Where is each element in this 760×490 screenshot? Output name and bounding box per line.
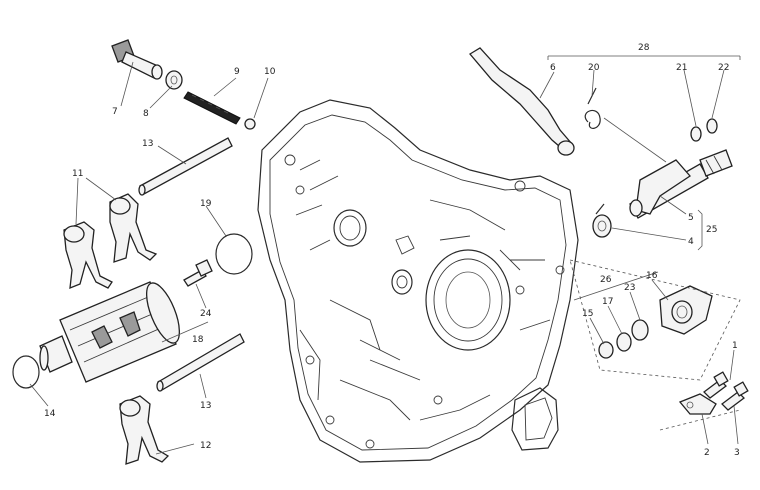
callout-12: 12 [200, 441, 211, 451]
part-8-washer [165, 70, 183, 90]
callout-22: 22 [718, 63, 729, 73]
part-10-ball [244, 118, 256, 130]
part-1-screw [703, 371, 729, 399]
part-15-washer [598, 341, 614, 359]
callout-28: 28 [638, 43, 650, 53]
part-5-gearshift-shaft [629, 149, 733, 219]
callout-10: 10 [264, 67, 276, 77]
callout-1: 1 [732, 341, 738, 351]
part-14-circlip [12, 355, 40, 389]
callout-21: 21 [676, 63, 687, 73]
part-24-bolt [183, 259, 213, 287]
part-7-pivot-pin [111, 39, 163, 80]
callout-25: 25 [706, 225, 717, 235]
part-23-bearing [631, 319, 649, 341]
callout-24: 24 [200, 309, 212, 319]
callout-16: 16 [646, 271, 658, 281]
callout-6: 6 [550, 63, 556, 73]
callout-8: 8 [143, 109, 149, 119]
callout-2: 2 [704, 448, 710, 458]
callout-labels: 7 8 9 10 13 11 19 24 18 14 13 12 28 6 20… [44, 43, 740, 458]
callout-13-upper: 13 [142, 139, 153, 149]
part-2-bracket [678, 393, 717, 415]
leader-lines [29, 55, 741, 455]
callout-18: 18 [192, 335, 204, 345]
callout-20: 20 [588, 63, 600, 73]
part-22-circlip [706, 118, 718, 134]
part-19-o-ring [215, 233, 253, 275]
part-20-spring [584, 87, 601, 129]
callout-11: 11 [72, 169, 83, 179]
part-6-selector-lever [469, 47, 575, 156]
callout-17: 17 [602, 297, 613, 307]
part-13-fork-shaft-upper [138, 137, 233, 196]
callout-5: 5 [688, 213, 694, 223]
callout-3: 3 [734, 448, 740, 458]
part-4-return-spring [592, 203, 612, 238]
callout-9: 9 [234, 67, 240, 77]
callout-15: 15 [582, 309, 593, 319]
part-13-fork-shaft-lower [156, 333, 245, 392]
part-18-shift-drum [39, 281, 181, 383]
part-17-ring [616, 332, 632, 352]
part-21-washer [690, 126, 702, 142]
callout-4: 4 [688, 237, 694, 247]
callout-7: 7 [112, 107, 118, 117]
part-3-screw [721, 381, 749, 411]
callout-26: 26 [600, 275, 612, 285]
callout-23: 23 [624, 283, 635, 293]
callout-14: 14 [44, 409, 56, 419]
part-16-index-plate [659, 285, 713, 335]
callout-19: 19 [200, 199, 212, 209]
part-12-shift-fork [119, 395, 170, 465]
crankcase-half [257, 99, 579, 463]
part-11-shift-forks [63, 193, 158, 290]
part-9-spring [183, 91, 241, 125]
callout-13-lower: 13 [200, 401, 211, 411]
